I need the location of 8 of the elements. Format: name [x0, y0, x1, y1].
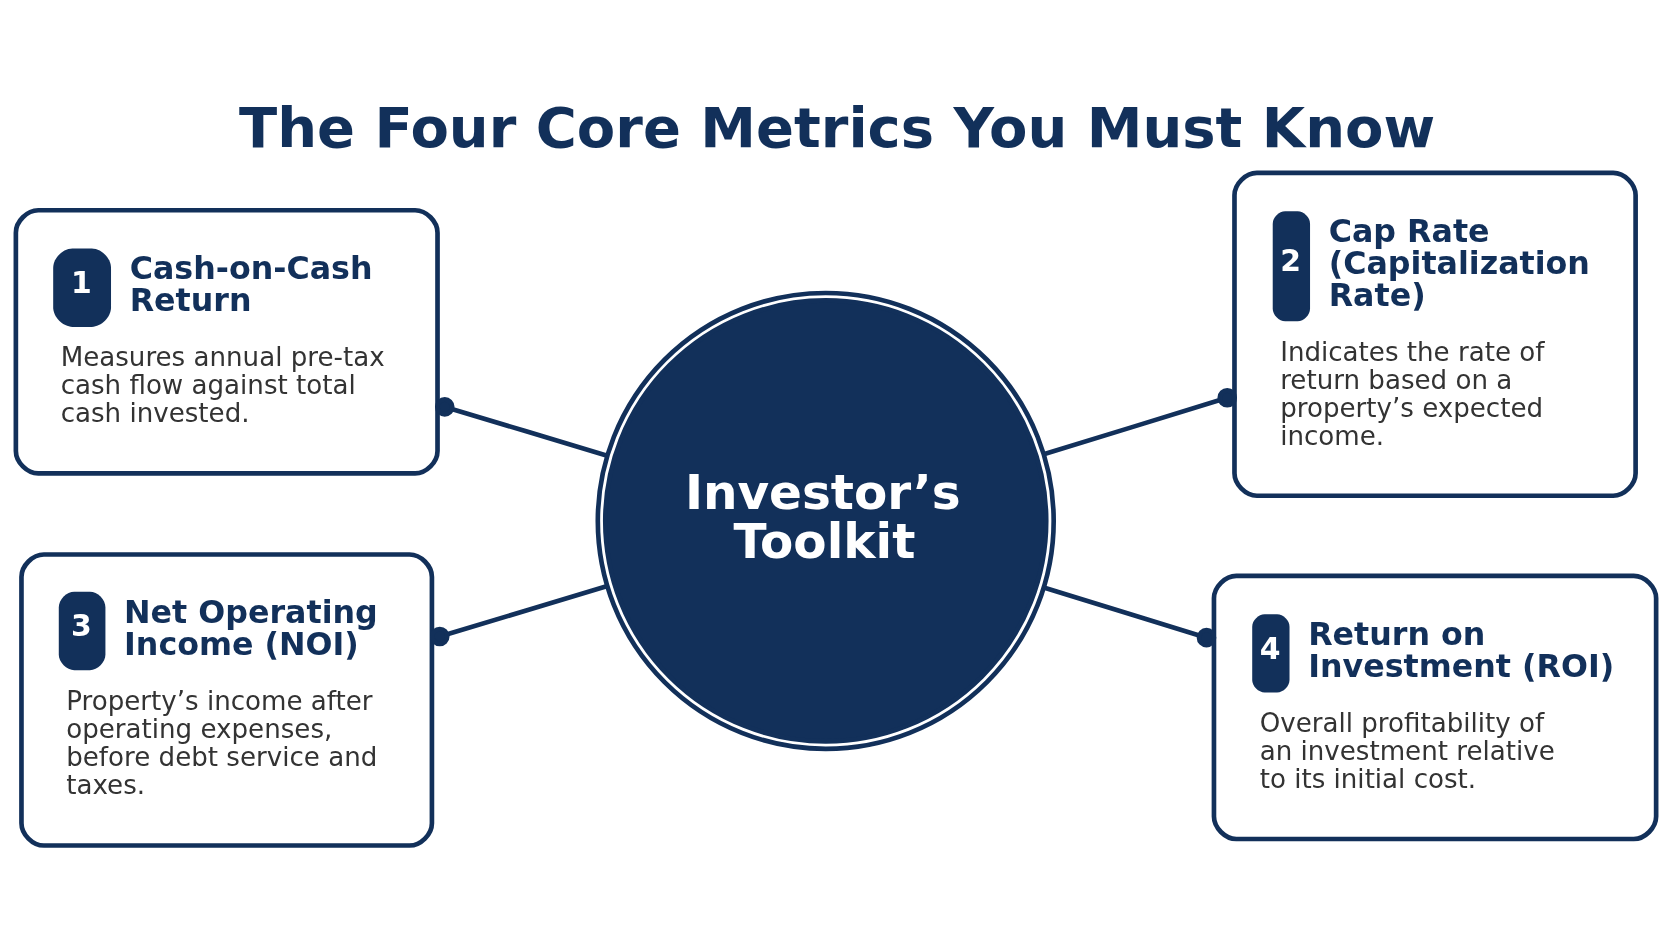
- diagram-title: The Four Core Metrics You Must Know: [238, 94, 1436, 160]
- node-box: 3 Net Operating Income (NOI) Property’s income after operating expenses, before debt service and taxes.: [19, 551, 435, 848]
- node-circle: Investor’s Toolkit: [595, 290, 1056, 751]
- connector: [434, 396, 608, 458]
- node-box: 2 Cap Rate (Capitalization Rate) Indicates the rate of return based on a property’s expected income.: [1232, 170, 1638, 498]
- node-box: 1 Cash-on-Cash Return Measures annual pre-tax cash flow against total cash invested.: [13, 207, 440, 476]
- connector: [1043, 387, 1238, 457]
- connector: [1043, 584, 1217, 647]
